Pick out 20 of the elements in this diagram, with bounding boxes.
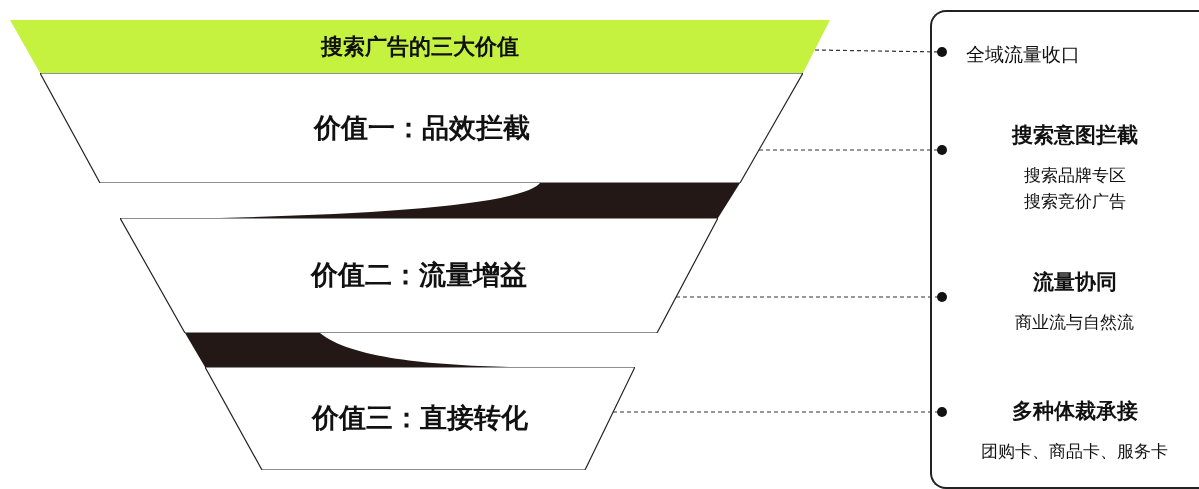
funnel-layer [205,367,635,470]
item-text: 搜索品牌专区 [1023,164,1126,188]
layer-label: 价值三：直接转化 [312,401,528,436]
title-text: 搜索广告的三大价值 [321,33,519,61]
item-text: 团购卡、商品卡、服务卡 [981,440,1168,463]
item-text: 商业流与自然流 [1015,311,1134,334]
layer-label: 价值二：流量增益 [311,258,527,293]
item-heading: 搜索意图拦截 [1011,121,1138,149]
item-heading: 多种体裁承接 [1011,397,1138,425]
dashed-connector [814,47,947,57]
side-panel [930,10,1199,489]
funnel-layer [40,73,803,183]
funnel-layer [120,218,718,333]
layer-label: 价值一：品效拦截 [313,110,530,145]
item-text: 搜索竞价广告 [1023,189,1126,213]
item-text: 全域流量收口 [966,41,1080,67]
dashed-connector [612,407,947,417]
dashed-connector [758,145,947,155]
item-heading: 流量协同 [1032,268,1117,296]
title-band [10,20,830,73]
